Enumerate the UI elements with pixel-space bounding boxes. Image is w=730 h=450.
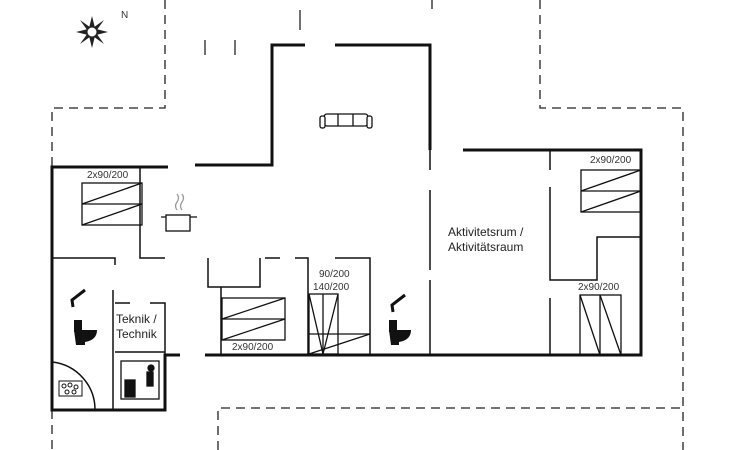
interior-walls <box>51 150 641 411</box>
bed-size-label: 2x90/200 <box>232 342 274 353</box>
room-label-line: Aktivitetsrum / <box>448 225 524 239</box>
bed-right-bottom <box>579 294 622 356</box>
room-label-line: Teknik / <box>116 312 157 326</box>
compass-north-label: N <box>121 10 129 21</box>
walls <box>50 43 643 412</box>
compass-rose-icon <box>76 16 108 48</box>
room-label-line: Aktivitätsraum <box>448 240 524 254</box>
bed-right-top <box>580 169 642 213</box>
bed-size-label: 2x90/200 <box>590 155 632 166</box>
shower-icon-left <box>70 288 86 308</box>
cooking-pot-icon <box>161 193 197 232</box>
bed-size-label: 2x90/200 <box>87 170 129 181</box>
whirlpool-icon <box>58 380 83 397</box>
sofa-icon <box>319 113 373 129</box>
room-label-line: Technik <box>116 327 157 341</box>
bed-size-label: 140/200 <box>313 282 350 293</box>
outdoor-dashed-outline <box>51 0 684 450</box>
bed-bunk <box>308 293 371 355</box>
terrace-marks <box>204 10 301 55</box>
sauna-icon <box>120 360 160 400</box>
bed-middle <box>221 297 286 341</box>
toilet-icon-left <box>74 320 97 345</box>
toilet-icon-right <box>389 320 411 345</box>
bed-size-label: 2x90/200 <box>578 282 620 293</box>
shower-icon-right <box>390 293 406 313</box>
bed-left-top <box>81 182 143 226</box>
room-label-technik: Teknik /Technik <box>116 312 157 342</box>
bed-size-label: 90/200 <box>319 269 350 280</box>
beds <box>81 169 642 356</box>
room-label-activity: Aktivitetsrum /Aktivitätsraum <box>448 225 523 255</box>
